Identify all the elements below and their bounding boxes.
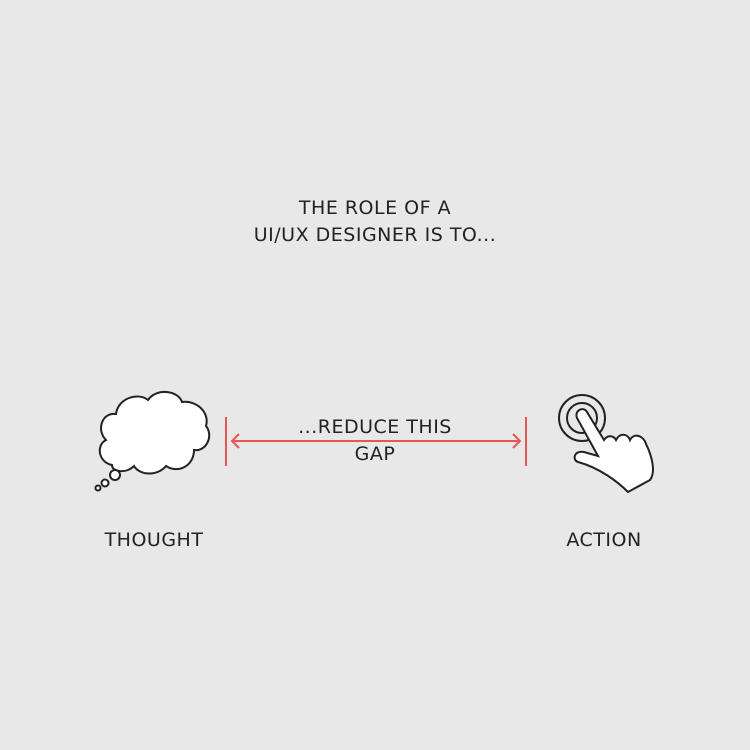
gap-line2: GAP	[354, 443, 396, 465]
thought-label: THOUGHT	[104, 529, 204, 551]
heading-line2: UI/UX DESIGNER IS TO...	[253, 224, 497, 246]
gap-line1: ...REDUCE THIS	[298, 416, 452, 438]
gap-label: ...REDUCE THIS GAP	[270, 414, 480, 468]
tap-hand-icon	[558, 394, 654, 494]
thought-cloud-icon	[94, 391, 211, 492]
heading-line1: THE ROLE OF A	[298, 197, 452, 219]
gap-arrow	[225, 417, 527, 466]
action-label: ACTION	[566, 529, 642, 551]
heading: THE ROLE OF A UI/UX DESIGNER IS TO...	[200, 195, 550, 249]
